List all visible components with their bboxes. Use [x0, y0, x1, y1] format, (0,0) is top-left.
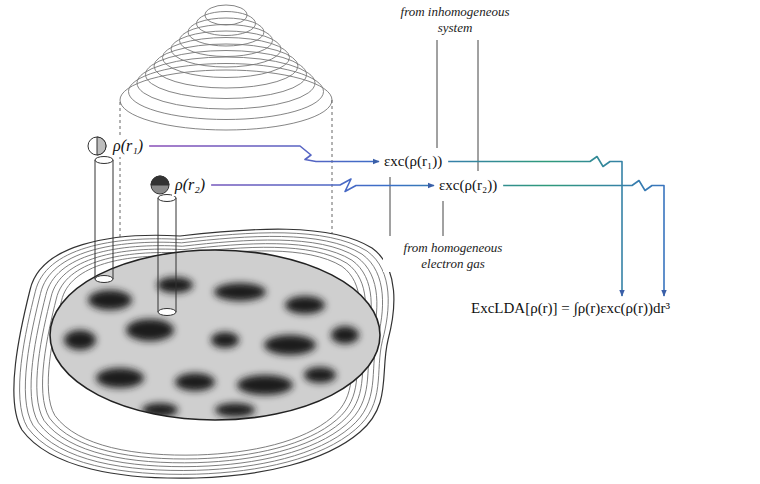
density-blob: [237, 375, 293, 395]
contour-ring: [154, 44, 298, 88]
probe-footprint: [158, 309, 176, 316]
density-blob: [211, 332, 239, 348]
density-at-point: ρ(r₂): [172, 174, 208, 196]
density-blob: [285, 296, 325, 314]
annotation-label: from homogeneous electron gas: [383, 240, 523, 272]
contour-ring: [146, 51, 307, 99]
energy-density-term-text: εxc(ρ(r₁)): [384, 152, 442, 171]
contour-ring: [163, 38, 290, 78]
lda-formula-text: ExcLDA[ρ(r)] = ∫ρ(r)εxc(ρ(r))dr³: [471, 299, 670, 318]
leader-line: [437, 40, 438, 148]
lda-formula: ExcLDA[ρ(r)] = ∫ρ(r)εxc(ρ(r))dr³: [468, 298, 673, 319]
density-blob: [96, 368, 144, 388]
energy-density-term: εxc(ρ(r₁)): [381, 151, 445, 172]
density-blob: [264, 335, 316, 355]
density-blob: [214, 283, 266, 301]
density-blob: [157, 277, 193, 293]
contour-ring: [171, 31, 281, 67]
density-at-point-text: ρ(r₂): [175, 175, 205, 195]
density-blob: [215, 403, 255, 417]
probe-sphere-shade: [151, 176, 169, 185]
probe-sphere: [151, 176, 169, 194]
density-surface-outline: [14, 229, 394, 478]
contour-line: [25, 236, 382, 470]
density-disc: [50, 250, 380, 420]
contour-ring: [120, 70, 332, 130]
energy-density-term-text: εxc(ρ(r₂)): [439, 176, 497, 195]
density-blob: [142, 403, 178, 417]
annotation-label: from inhomogeneous system: [385, 4, 525, 36]
flow-arrow: [211, 179, 434, 192]
density-at-point-text: ρ(r₁): [113, 136, 143, 156]
density-blob: [88, 290, 132, 310]
contour-ring: [180, 25, 273, 57]
probe-cylinder-top: [95, 157, 113, 164]
probe-sphere: [88, 137, 106, 155]
contour-ring: [129, 64, 324, 120]
probe-cylinder: [158, 198, 159, 312]
probe-footprint: [95, 276, 113, 283]
energy-density-term: εxc(ρ(r₂)): [436, 175, 500, 196]
density-blob: [175, 373, 215, 391]
contour-line: [20, 233, 389, 475]
probe-cylinder: [113, 160, 114, 279]
contour-ring: [137, 57, 315, 109]
flow-arrow: [149, 146, 379, 162]
density-blob: [304, 367, 336, 383]
contour-ring: [205, 5, 247, 25]
leader-line: [443, 201, 444, 236]
density-blob: [126, 319, 174, 341]
contour-ring: [188, 18, 264, 46]
density-blob: [331, 326, 359, 344]
probe-cylinder: [95, 160, 96, 279]
leader-line: [478, 40, 479, 171]
probe-cylinder: [176, 198, 177, 312]
density-at-point: ρ(r₁): [110, 135, 146, 157]
density-blob: [64, 330, 96, 350]
probe-sphere-shade: [97, 137, 106, 155]
flow-arrow: [503, 181, 664, 297]
